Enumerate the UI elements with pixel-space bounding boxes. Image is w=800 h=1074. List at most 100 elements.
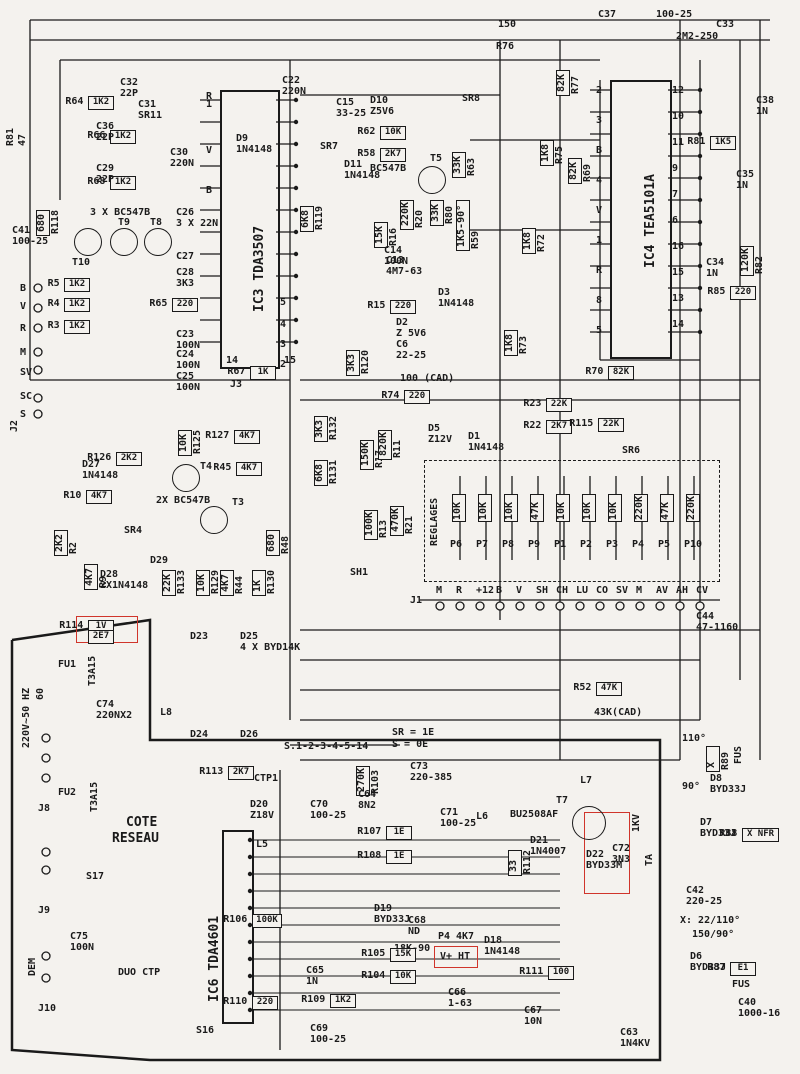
diode-value-d11: 1N4148 — [344, 170, 381, 181]
resistor-name-r10: R10 — [63, 490, 82, 501]
capacitor-name-c44: C44 — [696, 611, 715, 622]
t4-label: T4 — [200, 461, 213, 472]
angle-90-label: 90° — [682, 781, 701, 792]
ic3-pin-9: 14 — [226, 355, 239, 366]
pot-body-p1 — [556, 494, 570, 522]
ic4-pin-0: 2 — [596, 85, 603, 96]
resistor-value-r130: 1K — [252, 579, 263, 592]
pot-value-p6: 10K — [452, 501, 463, 520]
resistor-value-r80: 33K — [430, 203, 441, 222]
resistor-value-r119: 6K8 — [300, 209, 311, 228]
resistor-name-r104: R104 — [361, 970, 386, 981]
ic4-pin-7: 8 — [596, 295, 603, 306]
pot-value-p4: 220K — [634, 495, 645, 520]
t7-label: T7 — [556, 795, 569, 806]
highlight-p4 — [434, 946, 478, 968]
resistor-name-r108: R108 — [357, 850, 382, 861]
diode-name-d10: D10 — [370, 95, 389, 106]
ic4-label: IC4 TEA5101A — [643, 174, 658, 268]
input-label-3: M — [20, 347, 27, 358]
junction-dot — [247, 939, 253, 945]
resistor-name-r77: R77 — [570, 75, 581, 94]
resistor-body-r20 — [400, 200, 414, 230]
j1-pin — [675, 601, 685, 611]
diode-value-d10: Z5V6 — [370, 106, 395, 117]
resistor-name-r62: R62 — [357, 126, 376, 137]
j9-label: J9 — [38, 905, 51, 916]
net-label-x-note2: 150/90° — [692, 929, 735, 940]
resistor-r109: 1K2 — [330, 994, 356, 1008]
resistor-r62: 10K — [380, 126, 406, 140]
l5-label: L5 — [256, 839, 269, 850]
transistor-t3 — [200, 506, 228, 534]
resistor-body-r59 — [456, 200, 470, 251]
net-label-sh1: SH1 — [350, 567, 369, 578]
junction-dot — [247, 973, 253, 979]
resistor-r3: 1K2 — [64, 320, 90, 334]
resistor-body-r118 — [36, 210, 50, 236]
diode-value-d22: BYD33M — [586, 860, 623, 871]
resistor-name-r58: R58 — [357, 148, 376, 159]
p4-label: P4 — [438, 931, 451, 942]
resistor-value-r133: 22K — [162, 573, 173, 592]
j1-pin-label-2: +12 — [476, 585, 495, 596]
mains-connector — [41, 951, 51, 961]
resistor-name-r80: R80 — [444, 205, 455, 224]
junction-dot — [293, 141, 299, 147]
resistor-body-r103 — [356, 766, 370, 796]
resistor-value-r13: 100K — [364, 511, 375, 536]
capacitor-name-c25: C25 — [176, 371, 195, 382]
capacitor-value-c70: 100-25 — [310, 810, 347, 821]
resistor-r114b: 2E7 — [88, 630, 114, 644]
resistor-body-r69 — [568, 158, 582, 184]
capacitor-name-c73: C73 — [410, 761, 429, 772]
resistor-value-r129: 10K — [196, 573, 207, 592]
capacitor-name-c41: C41 — [12, 225, 31, 236]
capacitor-value-c6: 22-25 — [396, 350, 427, 361]
net-label-r76: R76 — [496, 41, 515, 52]
transistor-t5 — [418, 166, 446, 194]
resistor-r87: E1 — [730, 962, 756, 976]
junction-dot — [247, 922, 253, 928]
fus1-label: FUS — [733, 745, 744, 764]
net-label-sr7: SR7 — [320, 141, 339, 152]
diode-name-d29: D29 — [150, 555, 169, 566]
capacitor-value-c63: 1N4KV — [620, 1038, 651, 1049]
resistor-name-r15: R15 — [367, 300, 386, 311]
resistor-r81: 1K5 — [710, 136, 736, 150]
input-connector — [33, 347, 43, 357]
ic4-pin-14: 6 — [672, 215, 679, 226]
net-label-c37: C37 — [598, 9, 617, 20]
diode-name-d24: D24 — [190, 729, 209, 740]
s16-label: S16 — [196, 1025, 215, 1036]
resistor-name-r127: R127 — [205, 430, 230, 441]
capacitor-name-c40: C40 — [738, 997, 757, 1008]
resistor-name-r68: R68 — [87, 176, 106, 187]
ic4-pin-8: 5 — [596, 325, 603, 336]
capacitor-value-c44: 47-1160 — [696, 622, 739, 633]
t10-label: T10 — [72, 257, 91, 268]
j1-pin-label-9: SV — [616, 585, 629, 596]
diode-name-d7: D7 — [700, 817, 713, 828]
resistor-name-r131: R131 — [328, 459, 339, 484]
resistor-value-r9: 4K7 — [84, 567, 95, 586]
resistor-name-r126: R126 — [87, 452, 112, 463]
capacitor-name-c63: C63 — [620, 1027, 639, 1038]
mains-connector — [41, 753, 51, 763]
resistor-value-r63: 33K — [452, 155, 463, 174]
resistor-name-r113: R113 — [199, 766, 224, 777]
diode-name-d8: D8 — [710, 773, 723, 784]
resistor-name-r20: R20 — [414, 209, 425, 228]
ic4-pin-2: B — [596, 145, 603, 156]
junction-dot — [697, 87, 703, 93]
fus2-label: FUS — [732, 979, 751, 990]
capacitor-value-c42: 220-25 — [686, 896, 723, 907]
input-connector — [33, 303, 43, 313]
capacitor-name-c35: C35 — [736, 169, 755, 180]
capacitor-name-c65: C65 — [306, 965, 325, 976]
net-label-sr6: SR6 — [622, 445, 641, 456]
pot-body-p3 — [608, 494, 622, 522]
junction-dot — [293, 295, 299, 301]
transistor-group-label: 3 X BC547B — [90, 207, 151, 218]
capacitor-value-c65: 1N — [306, 976, 319, 987]
